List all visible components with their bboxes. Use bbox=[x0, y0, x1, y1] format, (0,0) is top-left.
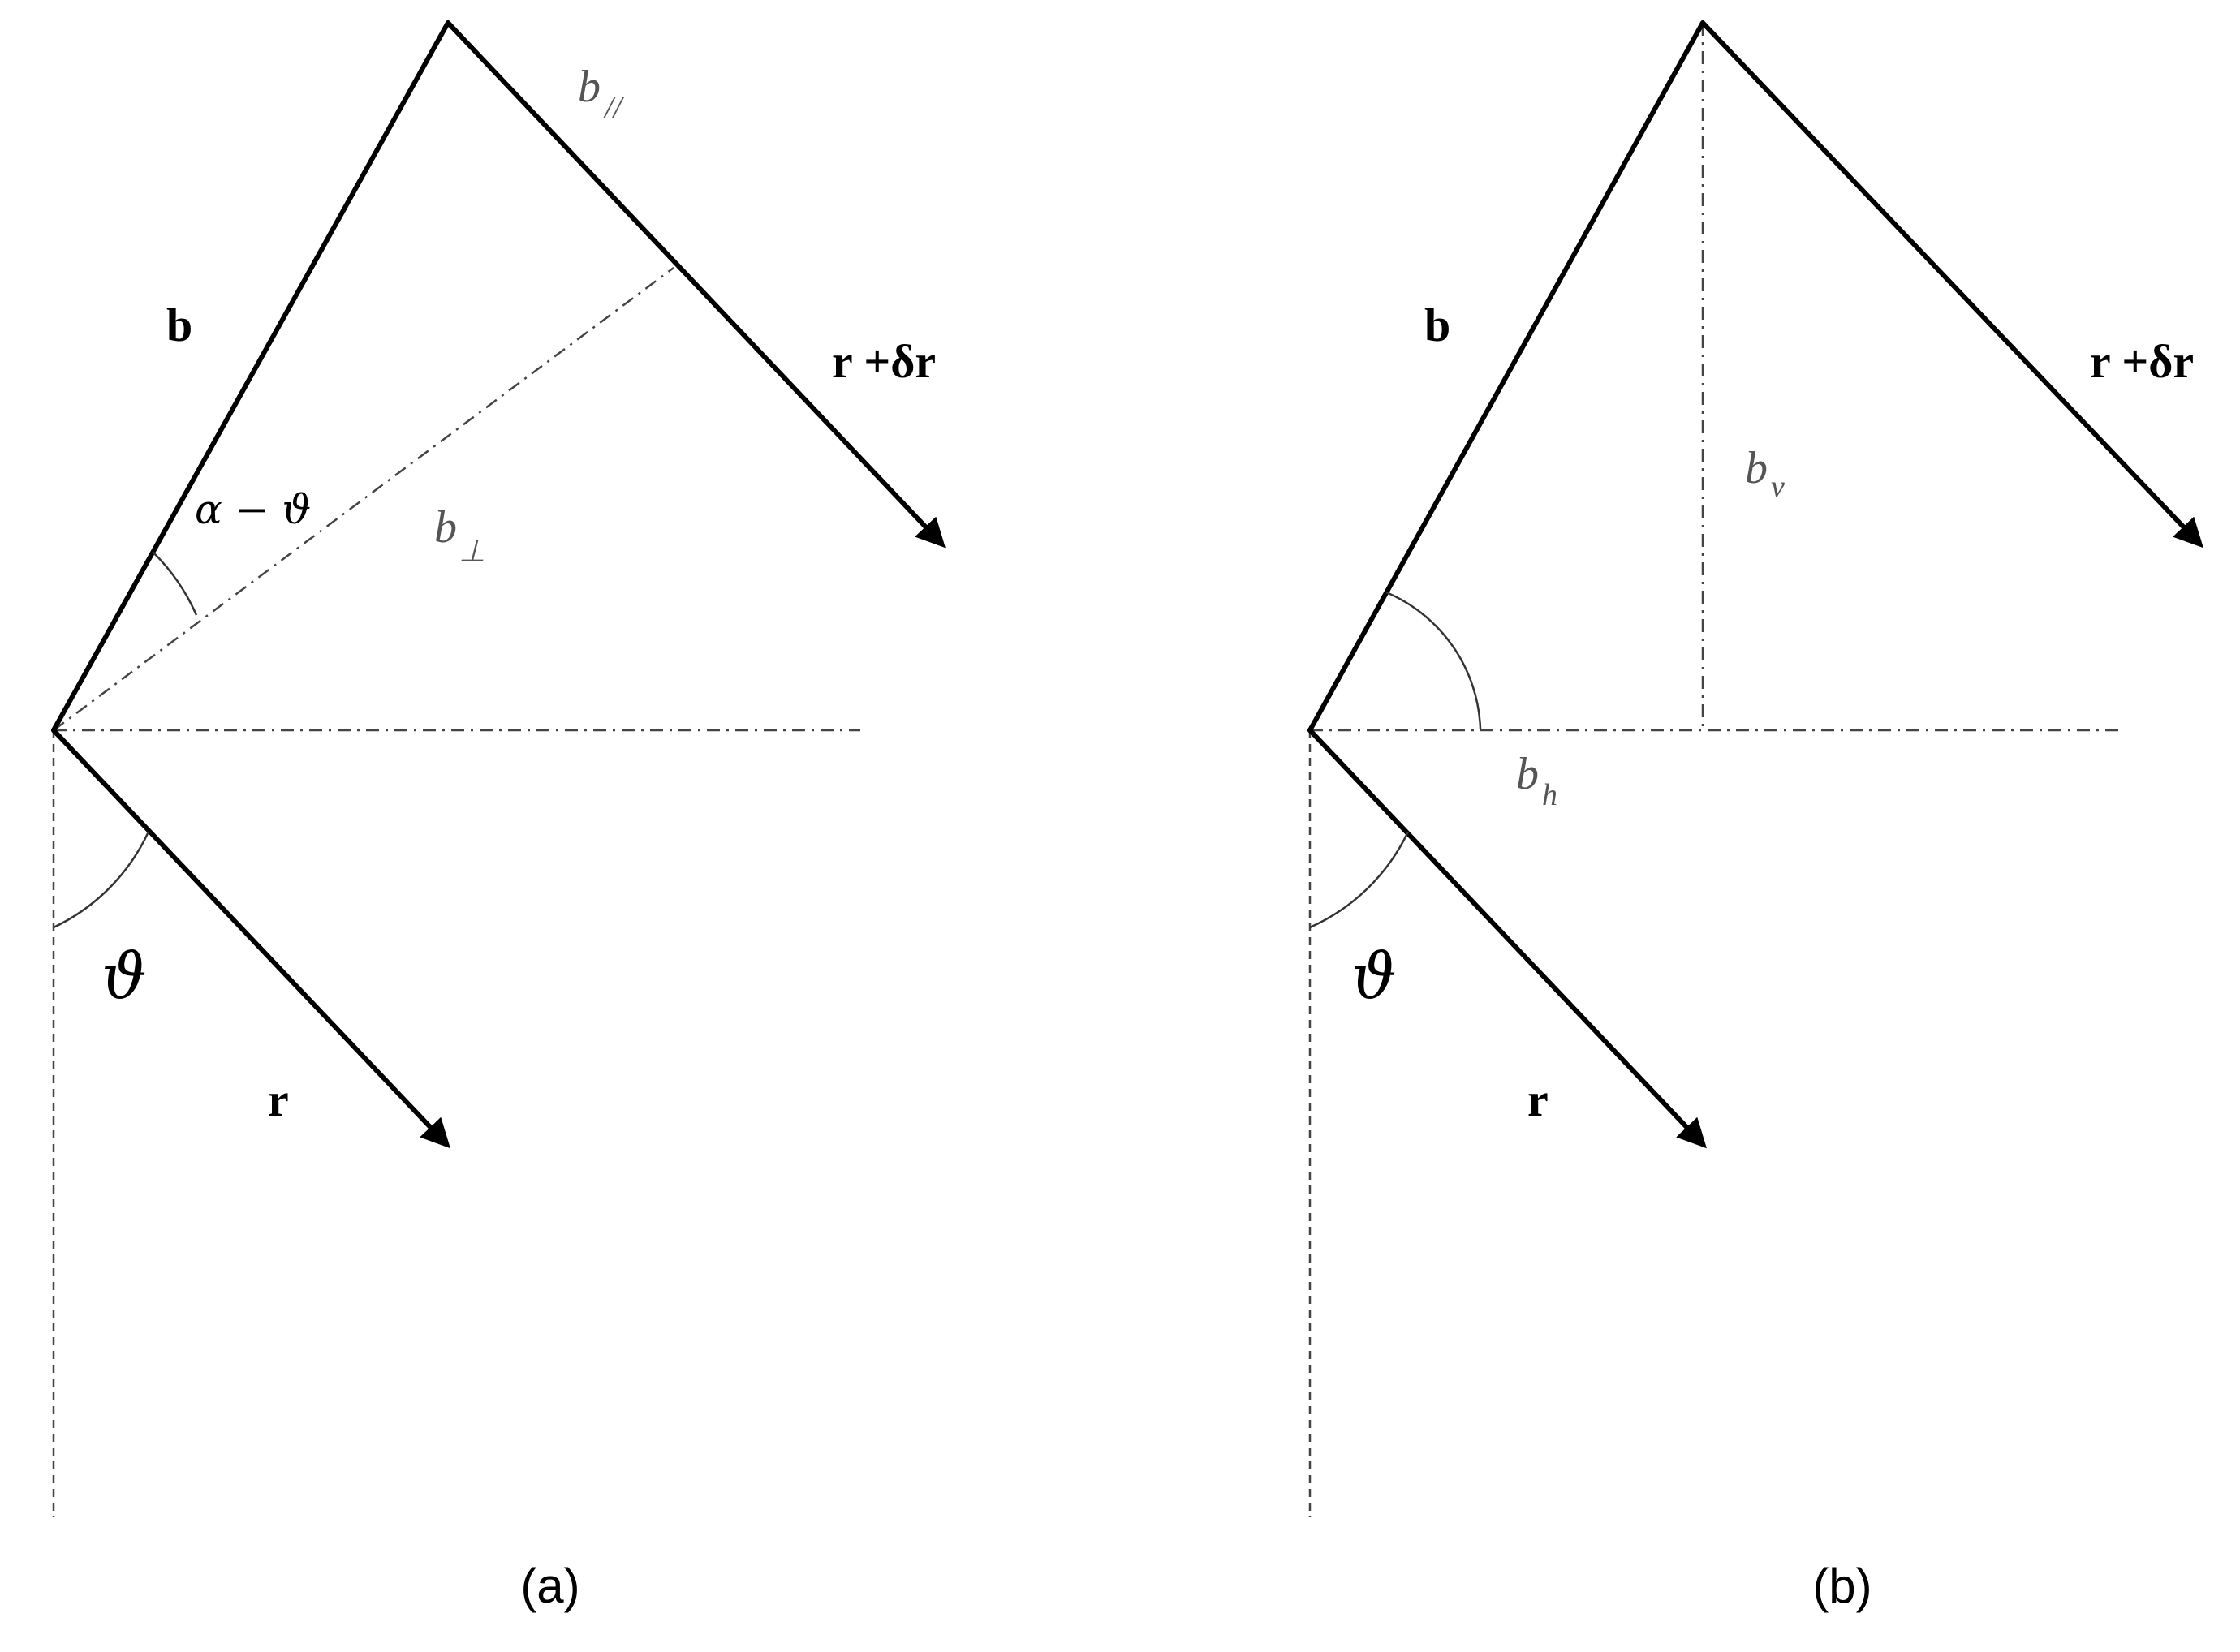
caption-b: (b) bbox=[1812, 1559, 1872, 1613]
label-r: r bbox=[268, 1073, 289, 1126]
vector-b bbox=[51, 20, 450, 733]
angle-arc-alpha-minus-theta bbox=[152, 551, 198, 616]
label-b-h: b bbox=[1516, 749, 1539, 799]
label-theta: ϑ bbox=[101, 940, 147, 1013]
label-b-parallel: b bbox=[578, 62, 601, 112]
label-b-v: b bbox=[1745, 443, 1768, 493]
label-b-perp: b bbox=[434, 502, 457, 553]
vector-r bbox=[51, 728, 450, 1149]
label-r-plus-dr: r +δr bbox=[2090, 335, 2194, 388]
b-perp-projection-line bbox=[53, 266, 674, 732]
label-b-perp-subscript: ⊥ bbox=[459, 535, 485, 569]
label-b: b bbox=[1424, 299, 1450, 351]
panel-a: b r +δr r b // b ⊥ α − ϑ ϑ (a) bbox=[51, 20, 946, 1613]
label-theta: ϑ bbox=[1351, 940, 1397, 1013]
angle-arc-theta bbox=[53, 831, 150, 929]
vector-b bbox=[1307, 20, 1705, 733]
label-r: r bbox=[1527, 1073, 1549, 1126]
angle-arc-theta bbox=[1309, 831, 1410, 929]
vector-r-plus-dr bbox=[1700, 20, 2203, 549]
vector-r bbox=[1307, 728, 1707, 1149]
label-r-plus-dr: r +δr bbox=[832, 335, 936, 388]
label-b-parallel-subscript: // bbox=[603, 91, 625, 125]
vector-r-plus-dr bbox=[446, 20, 946, 549]
caption-a: (a) bbox=[520, 1559, 579, 1613]
label-alpha-minus-theta: α − ϑ bbox=[195, 486, 311, 533]
label-b-h-subscript: h bbox=[1542, 778, 1557, 812]
panel-b: b r +δr r b v b h ϑ (b) bbox=[1307, 20, 2203, 1613]
angle-arc-b-horizontal bbox=[1385, 591, 1482, 729]
label-b: b bbox=[166, 299, 192, 351]
label-b-v-subscript: v bbox=[1771, 470, 1785, 504]
